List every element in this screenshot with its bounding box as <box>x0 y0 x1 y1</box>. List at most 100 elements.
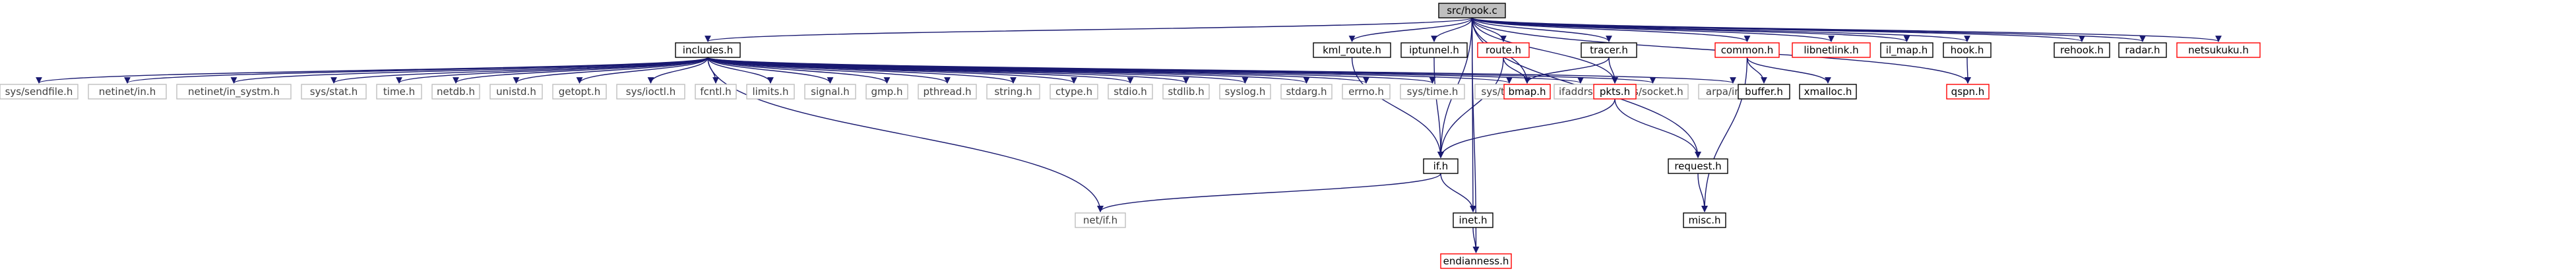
edge-if-h-to-net-if-h <box>1097 173 1441 212</box>
node-bmap-h[interactable]: bmap.h <box>1503 84 1551 100</box>
edge-includes-h-to-ifaddrs-h <box>707 57 1584 84</box>
node-sys-time-h: sys/time.h <box>1400 84 1465 100</box>
node-stdarg-h: stdarg.h <box>1280 84 1333 100</box>
node-string-h: string.h <box>986 84 1040 100</box>
node-il-map-h[interactable]: il_map.h <box>1880 42 1933 58</box>
node-bmap-h-label: bmap.h <box>1508 86 1546 98</box>
node-pthread-h: pthread.h <box>918 84 977 100</box>
node-rehook-h[interactable]: rehook.h <box>2054 42 2110 58</box>
node-limits-h: limits.h <box>746 84 795 100</box>
node-iptunnel-h[interactable]: iptunnel.h <box>1400 42 1468 58</box>
node-xmalloc-h-label: xmalloc.h <box>1804 86 1852 98</box>
node-pthread-h-label: pthread.h <box>924 86 972 98</box>
edge-common-h-to-misc-h <box>1701 57 1748 212</box>
edge-includes-h-to-time-h <box>396 57 708 84</box>
node-sys-sendfile-h-box <box>0 84 79 100</box>
node-limits-h-label: limits.h <box>752 86 788 98</box>
node-hook-h-label: hook.h <box>1951 44 1984 56</box>
node-radar-h[interactable]: radar.h <box>2118 42 2167 58</box>
edge-includes-h-to-arpa-inet-h <box>707 57 1736 84</box>
node-ctype-h: ctype.h <box>1050 84 1098 100</box>
node-fcntl-h-box <box>695 84 737 100</box>
node-pkts-h-label: pkts.h <box>1600 86 1630 98</box>
node-inet-h-label: inet.h <box>1459 214 1487 226</box>
edge-includes-h-to-pthread-h <box>707 57 951 84</box>
node-request-h-box <box>1668 158 1728 174</box>
node-includes-h-label: includes.h <box>683 44 733 56</box>
node-stdlib-h: stdlib.h <box>1162 84 1210 100</box>
node-kml-route-h-label: kml_route.h <box>1323 44 1381 57</box>
node-unistd-h-box <box>489 84 543 100</box>
node-netdb-h: netdb.h <box>431 84 480 100</box>
node-libnetlink-h[interactable]: libnetlink.h <box>1792 42 1871 58</box>
node-sys-sendfile-h-label: sys/sendfile.h <box>5 86 73 98</box>
edge-hook-c-to-netsukuku-h <box>1471 17 2222 42</box>
node-netinet-in-systm-h: netinet/in_systm.h <box>176 84 292 100</box>
node-limits-h-box <box>746 84 795 100</box>
node-unistd-h: unistd.h <box>489 84 543 100</box>
node-gmp-h: gmp.h <box>865 84 908 100</box>
node-netdb-h-box <box>431 84 480 100</box>
node-unistd-h-label: unistd.h <box>496 86 536 98</box>
node-if-h[interactable]: if.h <box>1423 158 1459 174</box>
node-iptunnel-h-label: iptunnel.h <box>1409 44 1459 56</box>
node-tracer-h[interactable]: tracer.h <box>1581 42 1637 58</box>
node-route-h-box <box>1477 42 1530 58</box>
edge-if-h-to-inet-h <box>1440 173 1476 212</box>
node-inet-h[interactable]: inet.h <box>1453 212 1493 228</box>
node-request-h[interactable]: request.h <box>1668 158 1728 174</box>
node-net-if-h-box <box>1075 212 1126 228</box>
node-libnetlink-h-box <box>1792 42 1871 58</box>
edge-pkts-h-to-if-h <box>1437 98 1616 158</box>
node-misc-h[interactable]: misc.h <box>1683 212 1726 228</box>
node-netinet-in-h-label: netinet/in.h <box>99 86 156 98</box>
node-xmalloc-h[interactable]: xmalloc.h <box>1799 84 1857 100</box>
node-if-h-label: if.h <box>1433 160 1449 172</box>
node-syslog-h: syslog.h <box>1219 84 1271 100</box>
node-buffer-h[interactable]: buffer.h <box>1738 84 1790 100</box>
node-pkts-h[interactable]: pkts.h <box>1593 84 1637 100</box>
edge-includes-h-to-sys-stat-h <box>330 57 708 84</box>
node-errno-h-box <box>1342 84 1391 100</box>
node-netdb-h-label: netdb.h <box>437 86 475 98</box>
node-endianness-h[interactable]: endianness.h <box>1440 253 1512 269</box>
node-sys-socket-h-label: sys/socket.h <box>1622 86 1683 98</box>
node-time-h-label: time.h <box>383 86 415 98</box>
node-common-h[interactable]: common.h <box>1714 42 1780 58</box>
node-string-h-box <box>986 84 1040 100</box>
edge-includes-h-to-sys-ioctl-h <box>647 57 708 84</box>
node-netinet-in-systm-h-box <box>176 84 292 100</box>
node-netsukuku-h-box <box>2176 42 2261 58</box>
node-hook-h[interactable]: hook.h <box>1943 42 1992 58</box>
node-netsukuku-h[interactable]: netsukuku.h <box>2176 42 2261 58</box>
node-signal-h: signal.h <box>804 84 856 100</box>
node-qspn-h[interactable]: qspn.h <box>1946 84 1990 100</box>
node-hook-c-box <box>1438 3 1506 18</box>
node-radar-h-box <box>2118 42 2167 58</box>
node-if-h-box <box>1423 158 1459 174</box>
node-misc-h-box <box>1683 212 1726 228</box>
edge-request-h-to-misc-h <box>1697 173 1708 212</box>
node-qspn-h-box <box>1946 84 1990 100</box>
node-sys-ioctl-h-label: sys/ioctl.h <box>626 86 675 98</box>
node-sys-ioctl-h: sys/ioctl.h <box>616 84 685 100</box>
edge-includes-h-to-unistd-h <box>513 57 708 84</box>
edge-common-h-to-buffer-h <box>1746 57 1767 84</box>
node-ifaddrs-h-label: ifaddrs.h <box>1559 86 1602 98</box>
node-il-map-h-box <box>1880 42 1933 58</box>
node-fcntl-h-label: fcntl.h <box>700 86 731 98</box>
node-route-h[interactable]: route.h <box>1477 42 1530 58</box>
node-common-h-box <box>1714 42 1780 58</box>
node-stdarg-h-label: stdarg.h <box>1286 86 1327 98</box>
node-kml-route-h[interactable]: kml_route.h <box>1313 42 1391 58</box>
node-kml-route-h-box <box>1313 42 1391 58</box>
node-stdarg-h-box <box>1280 84 1333 100</box>
node-bmap-h-box <box>1503 84 1551 100</box>
node-inet-h-box <box>1453 212 1493 228</box>
node-hook-c-label: src/hook.c <box>1447 5 1497 16</box>
node-hook-h-box <box>1943 42 1992 58</box>
node-includes-h[interactable]: includes.h <box>675 42 741 58</box>
edge-iptunnel-h-to-if-h <box>1433 57 1444 158</box>
node-common-h-label: common.h <box>1721 44 1774 56</box>
node-hook-c[interactable]: src/hook.c <box>1438 3 1506 18</box>
